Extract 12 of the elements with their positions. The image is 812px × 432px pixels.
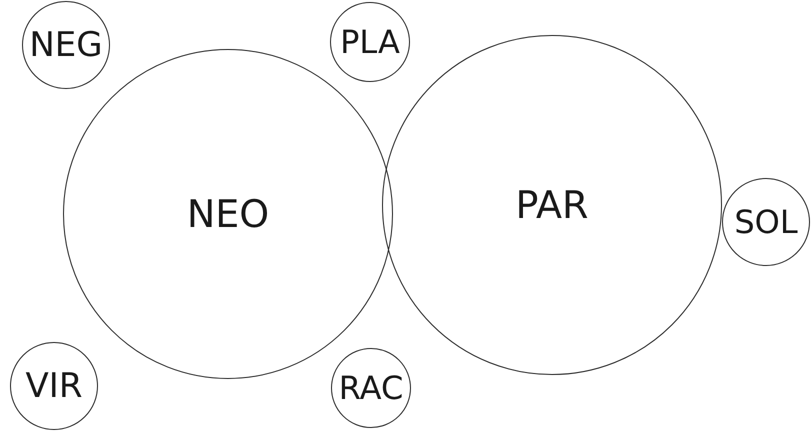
circle-label: NEO xyxy=(186,195,270,233)
circle-outline xyxy=(330,2,410,82)
circle-label: SOL xyxy=(734,206,798,238)
circle-outline xyxy=(22,1,110,89)
circle-label: RAC xyxy=(338,372,404,404)
circle-outline xyxy=(722,178,810,266)
circle-label: PLA xyxy=(340,26,400,58)
circle-label: PAR xyxy=(516,186,588,224)
circle-label: VIR xyxy=(26,369,82,403)
circle-outline xyxy=(10,342,98,430)
circle-outline xyxy=(331,348,411,428)
circle-label: NEG xyxy=(29,28,103,62)
